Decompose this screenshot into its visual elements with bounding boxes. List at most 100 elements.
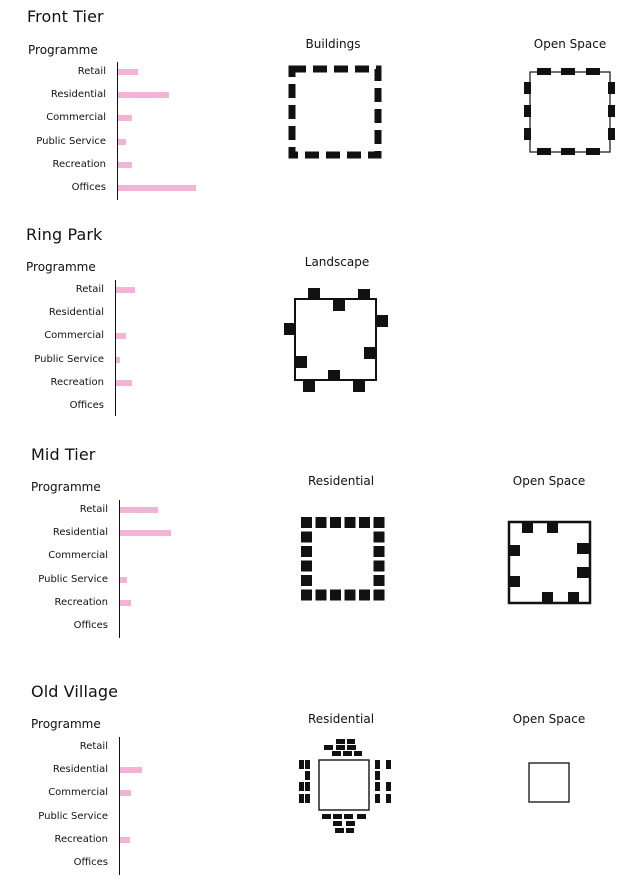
programme-bar	[116, 333, 126, 339]
block	[358, 289, 370, 300]
block	[524, 105, 531, 117]
programme-bar	[120, 530, 171, 536]
open-space-outline	[529, 71, 611, 153]
section-title: Front Tier	[27, 7, 104, 26]
blocks-top	[324, 739, 362, 756]
blocks-right	[375, 760, 391, 803]
block	[537, 68, 551, 75]
programme-label: Recreation	[50, 377, 104, 388]
buildings-diagram	[288, 65, 382, 159]
block	[524, 128, 531, 140]
programme-label: Retail	[75, 284, 104, 295]
open-space-diagram	[507, 520, 592, 605]
block	[295, 356, 307, 368]
programme-label: Commercial	[48, 550, 108, 561]
programme-label: Residential	[52, 527, 108, 538]
block	[608, 128, 615, 140]
block	[608, 82, 615, 94]
open-space-outline	[507, 520, 592, 605]
residential-diagram	[299, 739, 391, 833]
block	[509, 545, 520, 556]
block	[586, 148, 600, 155]
residential-diagram	[301, 517, 385, 601]
programme-label: Offices	[73, 620, 108, 631]
block	[373, 575, 385, 586]
diagram-title-buildings: Buildings	[305, 37, 361, 51]
block	[330, 517, 341, 528]
programme-label: Offices	[71, 182, 106, 193]
programme-bar	[118, 92, 169, 98]
programme-bar	[118, 69, 138, 75]
diagram-title-landscape: Landscape	[304, 255, 370, 269]
open-space-outline	[528, 762, 570, 803]
block	[547, 522, 558, 533]
programme-bar	[118, 139, 126, 145]
programme-title: Programme	[31, 717, 101, 731]
programme-bar	[120, 790, 131, 796]
block	[577, 543, 589, 554]
chart-axis	[119, 737, 121, 875]
block	[303, 381, 315, 392]
programme-bar	[120, 837, 130, 843]
programme-label: Recreation	[54, 597, 108, 608]
block	[344, 517, 356, 528]
diagram-title-residential: Residential	[307, 712, 375, 726]
landscape-outline	[294, 298, 377, 381]
block	[608, 105, 615, 117]
block	[509, 576, 520, 587]
programme-label: Residential	[48, 307, 104, 318]
programme-bar	[116, 357, 120, 363]
section-title: Ring Park	[26, 225, 103, 244]
programme-label: Commercial	[48, 787, 108, 798]
block	[373, 589, 385, 601]
block	[373, 560, 385, 572]
block	[377, 315, 388, 327]
programme-bar	[118, 115, 132, 121]
programme-label: Retail	[79, 741, 108, 752]
programme-bar	[120, 507, 158, 513]
programme-bar	[116, 380, 132, 386]
diagram-title-residential: Residential	[307, 474, 375, 488]
diagram-title-open-space: Open Space	[512, 474, 586, 488]
block	[524, 82, 531, 94]
block	[330, 589, 341, 601]
programme-label: Offices	[73, 857, 108, 868]
block	[315, 517, 327, 528]
diagram-title-open-space: Open Space	[533, 37, 607, 51]
programme-bar	[120, 577, 127, 583]
landscape-diagram	[284, 288, 388, 392]
block	[301, 546, 312, 557]
block	[586, 68, 600, 75]
block	[333, 300, 345, 311]
programme-label: Recreation	[52, 159, 106, 170]
buildings-outline	[288, 65, 382, 159]
programme-label: Commercial	[46, 112, 106, 123]
programme-label: Public Service	[36, 136, 106, 147]
block	[315, 589, 327, 601]
programme-title: Programme	[31, 480, 101, 494]
block	[561, 68, 575, 75]
block	[359, 517, 370, 528]
block	[353, 381, 365, 392]
block	[522, 522, 533, 533]
open-space-diagram	[528, 762, 570, 803]
block	[373, 531, 385, 543]
block	[284, 323, 295, 335]
block	[301, 589, 312, 601]
programme-label: Public Service	[38, 574, 108, 585]
block	[364, 347, 376, 359]
programme-title: Programme	[26, 260, 96, 274]
programme-bar	[120, 600, 131, 606]
block	[301, 560, 312, 572]
block	[542, 592, 553, 603]
block	[373, 517, 385, 528]
chart-axis	[119, 500, 121, 638]
programme-bar	[118, 185, 196, 191]
programme-label: Offices	[69, 400, 104, 411]
programme-label: Public Service	[34, 354, 104, 365]
